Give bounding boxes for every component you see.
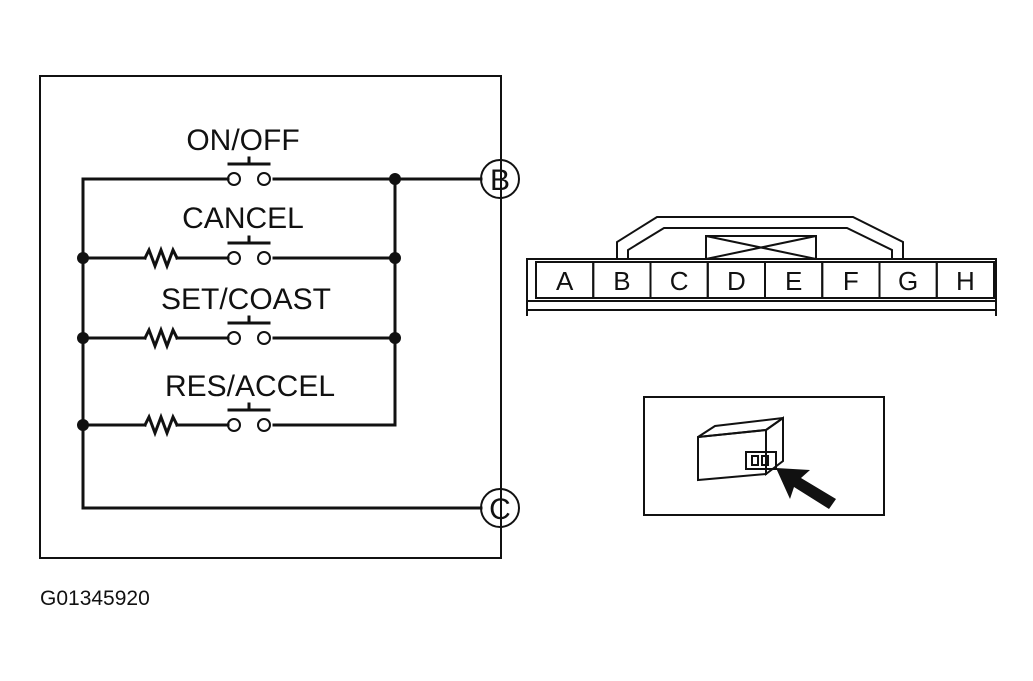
resistor-icon [142,412,180,438]
switch-schematic: ON/OFF CANCEL [39,75,520,559]
svg-text:E: E [785,266,802,296]
svg-text:C: C [670,266,689,296]
junction-dots [77,173,401,431]
switch-row-res-accel: RES/ACCEL [81,370,397,438]
figure-id: G01345920 [40,587,150,610]
connector-pin-f: F [821,261,881,299]
switch-row-cancel: CANCEL [81,202,397,271]
switch-label-set-coast: SET/COAST [161,283,331,316]
connector-latch [616,216,904,259]
connector-pin-b: B [592,261,652,299]
svg-text:A: A [556,266,574,296]
connector-pin-a: A [535,261,595,299]
terminal-b: B [480,159,520,199]
connector-pin-c: C [649,261,709,299]
push-switch-icon [227,315,271,345]
svg-text:C: C [489,493,511,526]
connector-pin-d: D [706,261,766,299]
push-switch-icon [227,156,271,186]
arrow-icon [776,468,836,509]
connector-lock-tab [705,235,817,260]
svg-text:B: B [613,266,630,296]
terminal-c: C [480,488,520,528]
connector-icon [697,416,784,482]
svg-text:D: D [727,266,746,296]
switch-housing-outline [39,75,502,559]
connector-pin-h: H [935,261,995,299]
resistor-icon [142,325,180,351]
svg-text:G: G [898,266,918,296]
switch-row-on-off: ON/OFF [81,124,397,186]
component-locator-inset [643,396,885,516]
switch-label-on-off: ON/OFF [186,124,299,157]
svg-text:H: H [956,266,975,296]
switch-label-res-accel: RES/ACCEL [165,370,335,403]
connector-pin-e: E [764,261,824,299]
push-switch-icon [227,402,271,432]
push-switch-icon [227,235,271,265]
switch-label-cancel: CANCEL [182,202,304,235]
connector-pins: A B C D E F G H [535,261,995,299]
resistor-icon [142,245,180,271]
switch-row-set-coast: SET/COAST [81,283,397,351]
connector-body [526,258,997,311]
svg-text:F: F [843,266,859,296]
svg-text:B: B [490,164,510,197]
connector-pin-g: G [878,261,938,299]
connector-face: A B C D E F G H [526,216,997,316]
